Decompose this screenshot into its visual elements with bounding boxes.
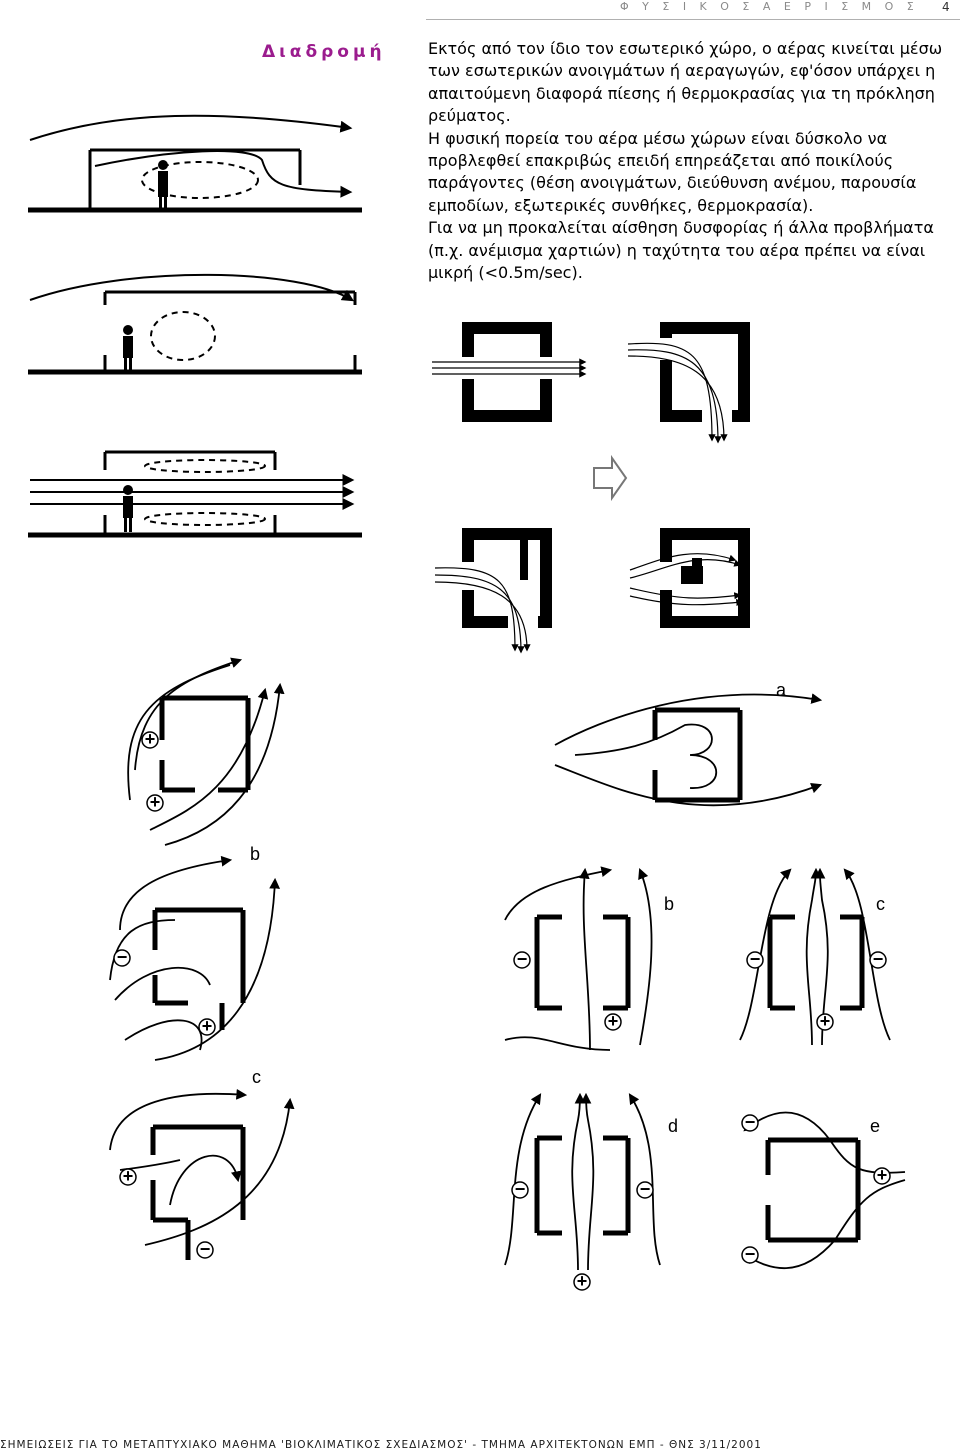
figure-label-c: c	[252, 1067, 261, 1087]
minus-sign-icon: −	[513, 949, 531, 969]
svg-text:−: −	[117, 947, 128, 967]
plus-sign-icon: +	[816, 1011, 834, 1031]
pressure-diagram-top-left	[127, 657, 285, 846]
svg-text:+: +	[150, 792, 161, 812]
minus-sign-icon: −	[741, 1112, 759, 1132]
plus-sign-icon: +	[119, 1166, 137, 1186]
paragraph-3: Για να μη προκαλείται αίσθηση δυσφορίας …	[428, 218, 934, 283]
pressure-diagram-b-left	[109, 855, 281, 1061]
svg-text:−: −	[750, 949, 761, 969]
person-icon	[158, 160, 168, 209]
minus-sign-icon: −	[746, 949, 764, 969]
plus-sign-icon: +	[573, 1271, 591, 1291]
plan-diagram-corner-flow	[627, 322, 750, 444]
minus-sign-icon: −	[511, 1179, 529, 1199]
person-icon	[123, 325, 133, 370]
section-diagram-1	[28, 114, 362, 213]
running-header: Φ Υ Σ Ι Κ Ο Σ Α Ε Ρ Ι Σ Μ Ο Σ	[620, 0, 919, 13]
plus-sign-icon: +	[141, 729, 159, 749]
figure-label-b: b	[664, 894, 674, 914]
svg-text:+: +	[877, 1165, 888, 1185]
svg-text:+: +	[202, 1016, 213, 1036]
svg-text:+: +	[145, 729, 156, 749]
pressure-diagram-c-right	[739, 867, 891, 1046]
footer: ΣΗΜΕΙΩΣΕΙΣ ΓΙΑ ΤΟ ΜΕΤΑΠΤΥΧΙΑΚΟ ΜΑΘΗΜΑ 'Β…	[0, 1439, 762, 1451]
plan-diagram-cross-flow	[432, 322, 587, 422]
section-title: Διαδρομή	[262, 42, 386, 62]
svg-text:−: −	[640, 1179, 651, 1199]
plan-diagram-baffle-2	[629, 528, 750, 628]
svg-text:+: +	[123, 1166, 134, 1186]
pressure-diagram-b-right	[504, 866, 653, 1051]
header-rule	[426, 19, 960, 20]
paragraph-2: Η φυσική πορεία του αέρα μέσω χώρων είνα…	[428, 128, 917, 215]
plus-sign-icon: +	[146, 792, 164, 812]
svg-text:+: +	[577, 1271, 588, 1291]
pressure-diagram-a	[554, 693, 823, 807]
pressure-diagram-e	[743, 1111, 906, 1270]
arrow-shape-icon	[593, 454, 628, 502]
figure-label-d: d	[668, 1116, 678, 1136]
pressure-diagram-d	[504, 1092, 661, 1271]
section-diagram-3	[28, 450, 362, 538]
minus-sign-icon: −	[741, 1244, 759, 1264]
minus-sign-icon: −	[636, 1179, 654, 1199]
svg-text:−: −	[873, 949, 884, 969]
plus-sign-icon: +	[198, 1016, 216, 1036]
svg-text:+: +	[820, 1011, 831, 1031]
plus-sign-icon: +	[604, 1011, 622, 1031]
minus-sign-icon: −	[196, 1239, 214, 1259]
person-icon	[123, 485, 133, 532]
figure-label-b: b	[250, 844, 260, 864]
section-diagram-2	[28, 273, 362, 375]
page-number: 4	[942, 0, 950, 14]
figure-label-e: e	[870, 1116, 880, 1136]
svg-text:−: −	[745, 1244, 756, 1264]
minus-sign-icon: −	[113, 947, 131, 967]
svg-text:−: −	[515, 1179, 526, 1199]
plus-sign-icon: +	[873, 1165, 891, 1185]
minus-sign-icon: −	[869, 949, 887, 969]
figure-label-a: a	[776, 680, 787, 700]
svg-text:−: −	[745, 1112, 756, 1132]
figure-label-c: c	[876, 894, 885, 914]
svg-text:−: −	[517, 949, 528, 969]
paragraph-1: Εκτός από τον ίδιο τον εσωτερικό χώρο, ο…	[428, 39, 943, 126]
svg-text:+: +	[608, 1011, 619, 1031]
plan-diagram-baffle-1	[434, 528, 552, 654]
pressure-diagram-c-left	[109, 1088, 295, 1260]
svg-text:−: −	[200, 1239, 211, 1259]
body-text: Εκτός από τον ίδιο τον εσωτερικό χώρο, ο…	[428, 38, 948, 284]
